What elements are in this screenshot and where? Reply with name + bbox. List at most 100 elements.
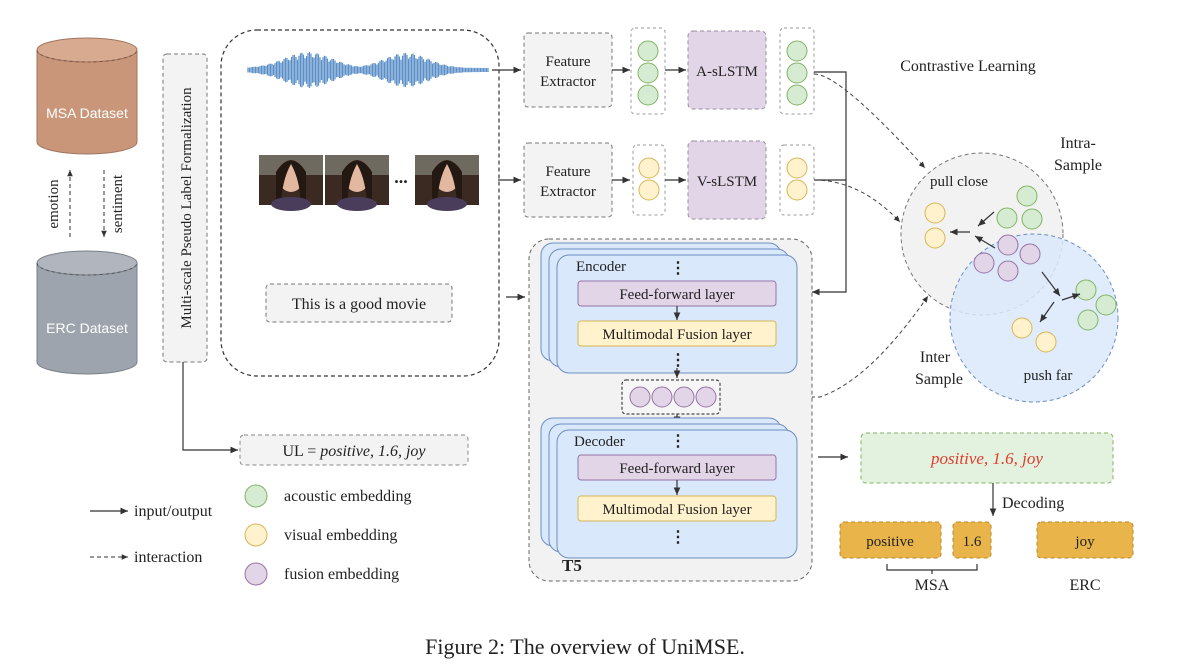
acoustic-embedding <box>637 40 659 62</box>
ul-arrow <box>182 362 238 454</box>
pull-close-label: pull close <box>930 174 988 190</box>
pseudo-label-box <box>162 53 208 363</box>
visual-feature-extractor <box>523 142 613 218</box>
decoder-feedforward-label: Feed-forward layer <box>619 461 734 477</box>
visual-embedding <box>1011 317 1033 339</box>
emotion-label: emotion <box>46 179 62 229</box>
acoustic-embedding <box>786 84 808 106</box>
msa-dataset-label: MSA Dataset <box>46 105 128 121</box>
frames-ellipsis: ... <box>394 167 408 187</box>
output-score-box <box>952 521 992 559</box>
ul-value: positive, 1.6, joy <box>319 443 426 460</box>
erc-dataset-cylinder <box>36 250 138 375</box>
visual-embedding <box>638 157 660 179</box>
intra-sample-line2: Sample <box>1054 157 1102 174</box>
video-frames <box>259 155 479 211</box>
fusion-interaction-arrow <box>720 295 929 398</box>
acoustic-embedding <box>786 62 808 84</box>
ul-prefix: UL = <box>282 443 320 460</box>
v-slstm-box <box>687 140 767 220</box>
acoustic-extractor-line2: Extractor <box>540 74 596 90</box>
acoustic-embedding <box>1021 208 1043 230</box>
pull-arrow <box>977 211 995 227</box>
legend-fusion: fusion embedding <box>284 566 399 583</box>
fusion-embedding <box>673 386 695 408</box>
inter-sample-line1: Inter <box>920 349 951 366</box>
decoding-label: Decoding <box>1002 495 1064 512</box>
fusion-embedding <box>1019 243 1041 265</box>
audio-waveform <box>247 52 489 88</box>
acoustic-interaction-arrow <box>813 73 926 169</box>
visual-embedding-box-2 <box>779 144 815 216</box>
encoder-fusion-label: Multimodal Fusion layer <box>602 327 751 343</box>
acoustic-embedding <box>637 84 659 106</box>
output-score: 1.6 <box>963 534 982 550</box>
push-arrow <box>1061 293 1081 301</box>
video-frame-3 <box>415 155 479 211</box>
acoustic-embedding <box>786 40 808 62</box>
msa-brace <box>886 564 978 574</box>
prediction-box <box>860 432 1114 484</box>
output-joy-box <box>1036 521 1134 559</box>
inter-sample-line2: Sample <box>915 371 963 388</box>
visual-interaction-arrow <box>813 179 901 223</box>
erc-label: ERC <box>1069 577 1100 594</box>
push-arrow <box>1041 271 1061 297</box>
fusion-embedding <box>629 386 651 408</box>
output-positive: positive <box>866 534 914 550</box>
ul-box <box>239 434 469 466</box>
acoustic-embedding <box>1016 185 1038 207</box>
video-frame-2 <box>325 155 389 211</box>
acoustic-embedding-box-2 <box>779 27 815 115</box>
intra-sample-line1: Intra- <box>1060 135 1096 152</box>
legend-interaction: interaction <box>134 549 202 566</box>
fusion-embedding <box>695 386 717 408</box>
decoder-fusion-layer <box>577 495 777 522</box>
acoustic-feature-extractor <box>523 32 613 108</box>
a-slstm-label: A-sLSTM <box>696 64 758 80</box>
pull-arrow <box>974 235 996 249</box>
push-far-label: push far <box>1024 368 1073 384</box>
video-frame-1 <box>259 155 323 211</box>
encoder-vdots-bottom: ⋮ <box>670 352 686 369</box>
pseudo-label-text: Multi-scale Pseudo Label Formalization <box>179 87 195 329</box>
acoustic-extractor-line1: Feature <box>546 54 591 70</box>
visual-embedding <box>924 202 946 224</box>
inter-sample-region <box>949 233 1119 403</box>
legend-acoustic-swatch <box>244 484 268 508</box>
decoder-vdots-bottom: ⋮ <box>670 529 686 546</box>
fusion-embedding <box>997 234 1019 256</box>
legend-fusion-swatch <box>244 562 268 586</box>
ul-text: UL = positive, 1.6, joy <box>282 443 426 460</box>
encoder-fusion-layer <box>577 320 777 347</box>
encoder-feedforward-label: Feed-forward layer <box>619 287 734 303</box>
output-joy: joy <box>1074 534 1095 550</box>
fusion-embedding <box>651 386 673 408</box>
acoustic-embedding <box>1075 279 1097 301</box>
decoder-vdots-top: ⋮ <box>670 433 686 450</box>
legend-visual: visual embedding <box>284 527 397 544</box>
visual-extractor-line1: Feature <box>546 164 591 180</box>
output-positive-box <box>839 521 942 559</box>
encoder-label: Encoder <box>576 259 626 275</box>
acoustic-embedding <box>996 207 1018 229</box>
visual-embedding <box>1035 331 1057 353</box>
text-utterance: This is a good movie <box>292 296 426 313</box>
text-utterance-box <box>265 283 453 323</box>
visual-embedding <box>786 157 808 179</box>
visual-embedding <box>638 179 660 201</box>
t5-label: T5 <box>562 556 582 575</box>
acoustic-embedding-box-1 <box>630 27 666 115</box>
visual-extractor-line2: Extractor <box>540 184 596 200</box>
encoder-vdots-top: ⋮ <box>670 260 686 277</box>
fusion-embedding <box>997 260 1019 282</box>
v-slstm-label: V-sLSTM <box>697 174 757 190</box>
acoustic-embedding <box>1077 309 1099 331</box>
acoustic-embedding <box>1095 294 1117 316</box>
inputs-container <box>220 29 500 377</box>
acoustic-to-encoder-line <box>812 71 847 296</box>
sentiment-label: sentiment <box>110 174 126 233</box>
visual-embedding <box>786 179 808 201</box>
msa-dataset-cylinder <box>36 37 138 155</box>
legend-acoustic: acoustic embedding <box>284 488 412 505</box>
